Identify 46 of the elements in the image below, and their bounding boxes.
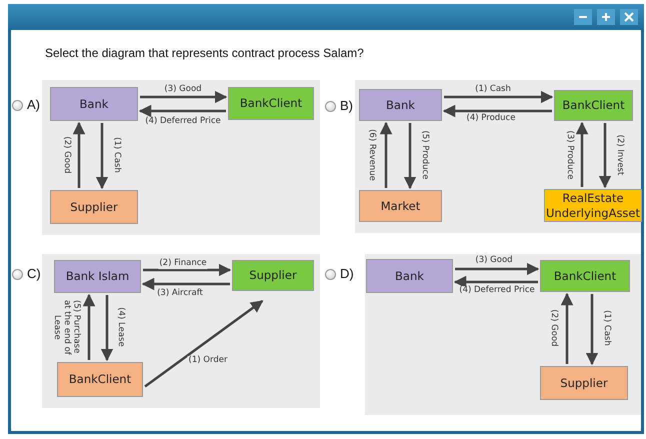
edge-label: (3) Good bbox=[163, 85, 203, 95]
arrow bbox=[140, 90, 228, 104]
arrow bbox=[380, 122, 392, 188]
arrow bbox=[442, 104, 552, 118]
arrow bbox=[455, 262, 540, 276]
edge-label: (4) Produce bbox=[466, 114, 516, 124]
entity-box: BankClient bbox=[57, 362, 143, 397]
edge-label: (2) Finance bbox=[158, 259, 208, 269]
edge-label: (1) Cash bbox=[474, 85, 512, 95]
entity-box: Supplier bbox=[232, 260, 314, 291]
arrow bbox=[598, 123, 612, 188]
arrow bbox=[444, 90, 554, 104]
arrow bbox=[143, 264, 232, 276]
option-label: B) bbox=[340, 98, 353, 113]
arrow bbox=[82, 294, 96, 360]
arrow bbox=[586, 294, 598, 366]
option-label: A) bbox=[27, 97, 40, 112]
edge-label: (1) Order bbox=[188, 356, 228, 366]
edge-label: (4) Deferred Price bbox=[458, 286, 536, 296]
entity-box: Bank bbox=[50, 87, 138, 121]
arrow bbox=[96, 123, 108, 190]
entity-box: BankClient bbox=[554, 90, 633, 121]
entity-box: Bank Islam bbox=[54, 260, 141, 293]
arrow bbox=[72, 122, 86, 188]
arrow bbox=[454, 276, 538, 288]
edge-label: (3) Good bbox=[474, 256, 514, 266]
arrow bbox=[138, 104, 226, 118]
arrow bbox=[142, 278, 230, 290]
arrow bbox=[560, 292, 574, 364]
question-text: Select the diagram that represents contract process Salam? bbox=[45, 46, 364, 60]
entity-box: BankClient bbox=[540, 260, 630, 292]
option-label: D) bbox=[340, 266, 354, 281]
arrow bbox=[100, 295, 114, 362]
entity-box: BankClient bbox=[228, 87, 314, 120]
edge-label: (4) Deferred Price bbox=[144, 117, 222, 127]
edge-label: (3) Aircraft bbox=[156, 289, 204, 299]
entity-box: Bank bbox=[366, 259, 453, 293]
entity-box: Supplier bbox=[50, 190, 138, 224]
option-label: C) bbox=[27, 266, 41, 281]
entity-box: RealEstate UnderlyingAsset bbox=[544, 189, 642, 222]
arrow bbox=[576, 122, 588, 187]
arrow bbox=[144, 300, 264, 388]
arrow bbox=[404, 123, 416, 190]
entity-box: Supplier bbox=[540, 366, 628, 400]
entity-box: Market bbox=[359, 190, 442, 222]
entity-box: Bank bbox=[359, 89, 442, 121]
